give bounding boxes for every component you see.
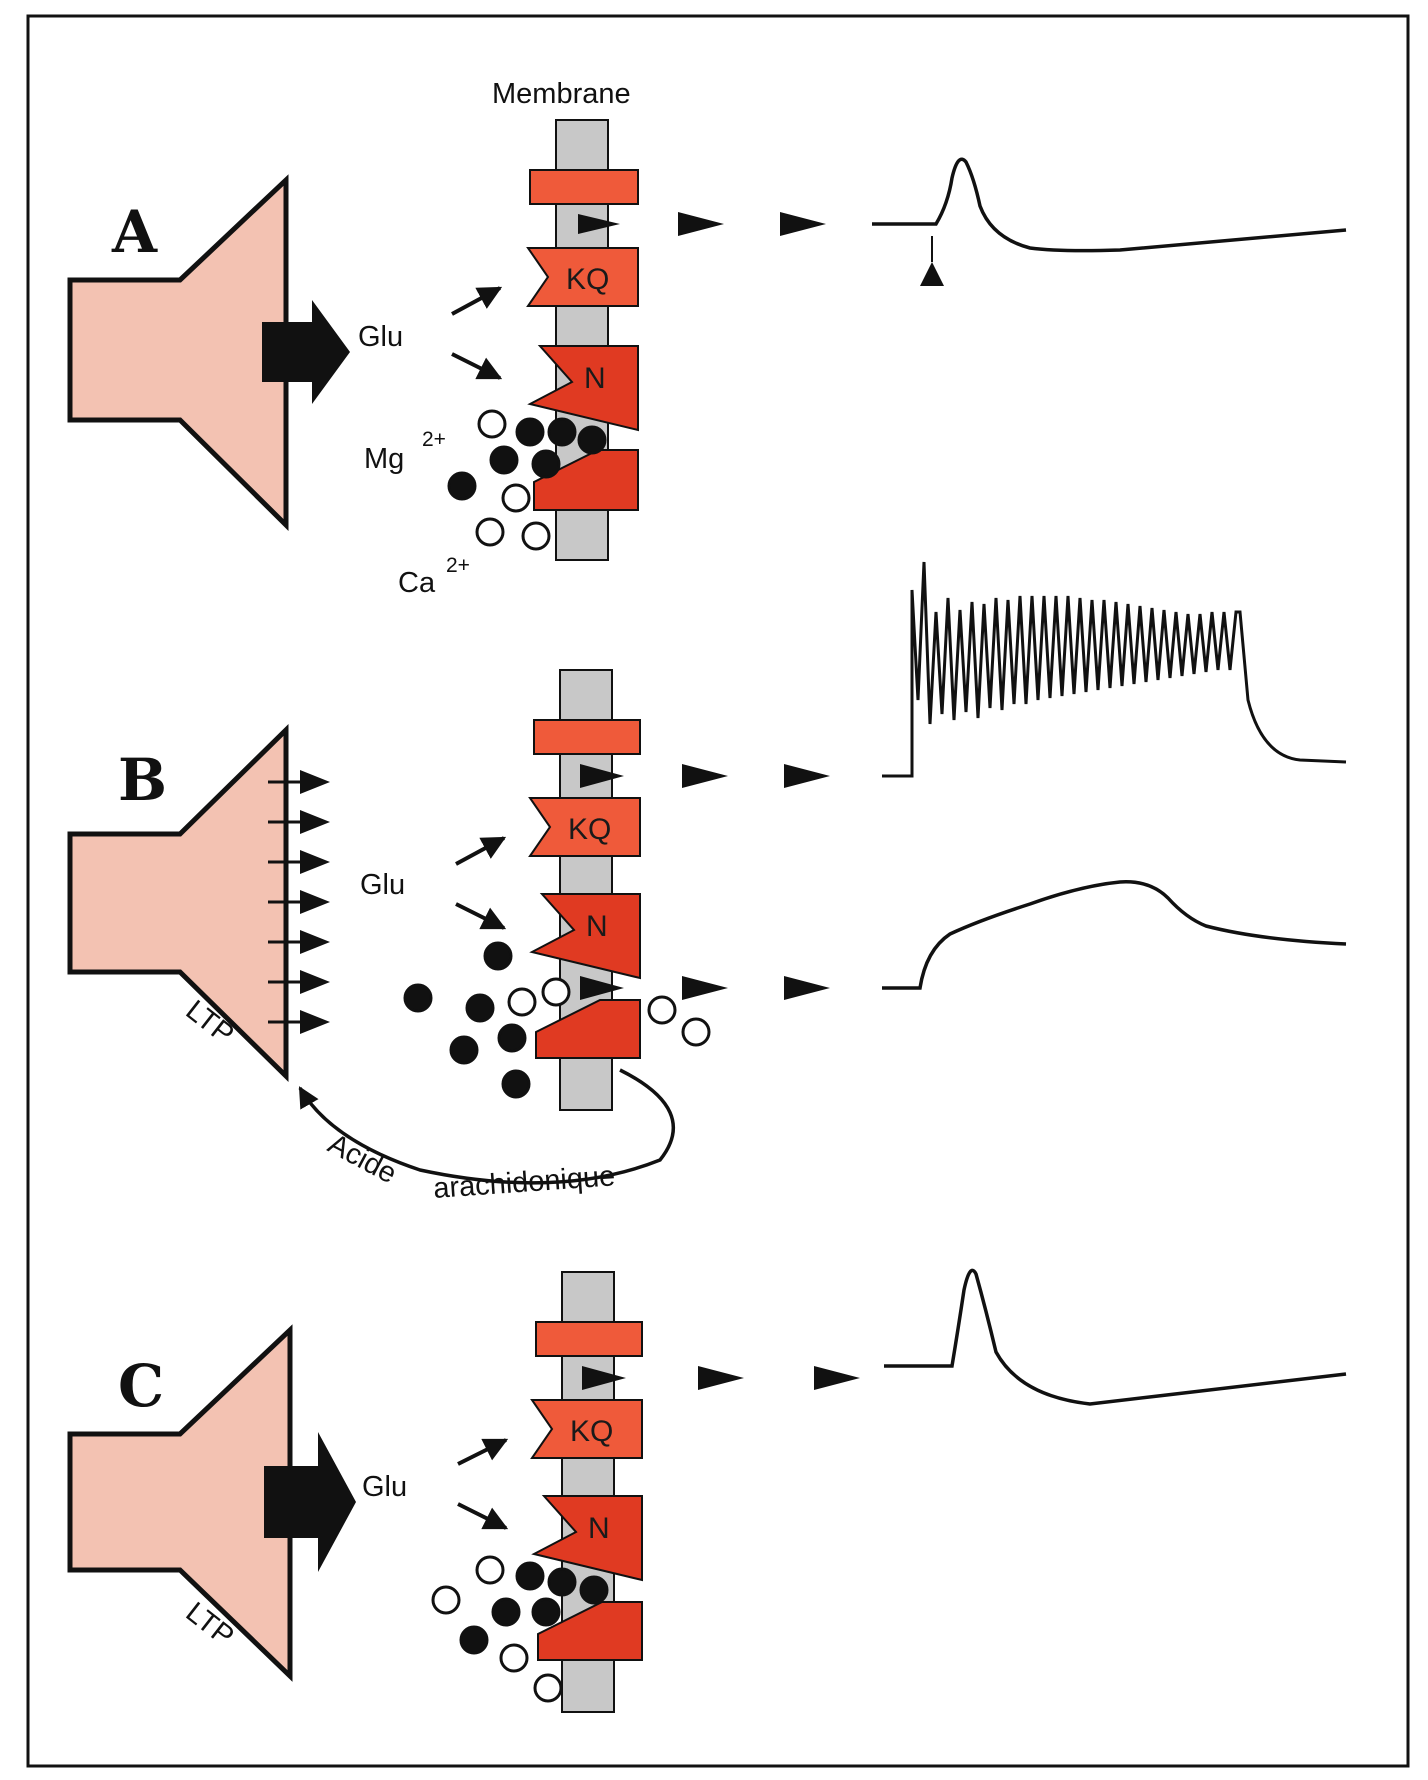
- mg-charge: 2+: [422, 428, 446, 451]
- kq-label-a: KQ: [566, 263, 609, 296]
- n-label-c: N: [588, 1512, 610, 1545]
- ions-a: [447, 409, 607, 551]
- channel-top-b: [533, 719, 641, 755]
- flow-arrowhead: [682, 976, 728, 1000]
- glu-label-b: Glu: [360, 869, 405, 901]
- flow-arrowhead: [580, 976, 624, 1000]
- flow-arrowhead: [682, 764, 728, 788]
- channel-top-c: [535, 1321, 643, 1357]
- channel-top-a: [529, 169, 639, 205]
- flow-arrowhead: [582, 1366, 626, 1390]
- trace-a: [872, 157, 1347, 253]
- ca-label: Ca: [398, 567, 436, 599]
- flow-arrowhead: [578, 214, 620, 234]
- flow-arrowhead: [784, 976, 830, 1000]
- n-label-a: N: [584, 362, 606, 395]
- panel-letter-b: B: [118, 746, 167, 814]
- mg-label: Mg: [364, 443, 404, 475]
- presynaptic-terminal-a: [67, 174, 289, 531]
- n-channel-lower-b: [535, 999, 641, 1059]
- n-label-b: N: [586, 910, 608, 943]
- panel-a: A Glu KQ N: [67, 119, 1347, 599]
- kq-channel-a: [526, 247, 639, 307]
- panel-letter-a: A: [111, 198, 158, 266]
- kq-label-c: KQ: [570, 1415, 613, 1448]
- glu-arrow-n-b: [455, 902, 507, 930]
- glu-arrow-n-c: [457, 1502, 509, 1530]
- flow-arrowhead: [780, 212, 826, 236]
- n-channel-lower-a: [533, 449, 639, 511]
- membrane-label: Membrane: [492, 78, 631, 110]
- n-channel-lower-c: [537, 1601, 643, 1661]
- flow-arrowhead: [580, 764, 624, 788]
- panel-c: C LTP Glu KQ N: [67, 1268, 1347, 1713]
- n-channel-a: [527, 345, 639, 432]
- kq-label-b: KQ: [568, 813, 611, 846]
- kq-channel-c: [530, 1399, 643, 1459]
- stimulus-arrow: [920, 262, 944, 286]
- ions-b: [403, 941, 711, 1099]
- kq-channel-b: [528, 797, 641, 857]
- release-arrow-a: [262, 300, 350, 404]
- presynaptic-terminal-b: [67, 724, 289, 1082]
- trace-b-tetanic: [882, 561, 1347, 778]
- presynaptic-terminal-c: [67, 1324, 293, 1682]
- trace-b-ltp: [882, 880, 1347, 990]
- glu-label-c: Glu: [362, 1471, 407, 1503]
- glu-label-a: Glu: [358, 321, 403, 353]
- glu-arrow-kq-b: [455, 836, 507, 866]
- flow-arrowhead: [678, 212, 724, 236]
- release-arrows-b: [268, 770, 330, 1034]
- ions-c: [431, 1555, 609, 1703]
- panel-b: B LTP Glu KQ N: [67, 561, 1347, 1205]
- flow-arrowhead: [698, 1366, 744, 1390]
- panel-letter-c: C: [118, 1352, 164, 1420]
- glu-arrow-n-a: [451, 352, 503, 380]
- glu-arrow-kq-c: [457, 1438, 509, 1466]
- n-channel-b: [529, 893, 641, 980]
- retrograde-arrow: [298, 1068, 676, 1185]
- n-channel-c: [531, 1495, 643, 1582]
- flow-arrowhead: [784, 764, 830, 788]
- flow-arrowhead: [814, 1366, 860, 1390]
- ca-charge: 2+: [446, 554, 470, 577]
- trace-c: [884, 1268, 1347, 1406]
- release-arrow-c: [264, 1432, 356, 1572]
- glu-arrow-kq-a: [451, 286, 503, 316]
